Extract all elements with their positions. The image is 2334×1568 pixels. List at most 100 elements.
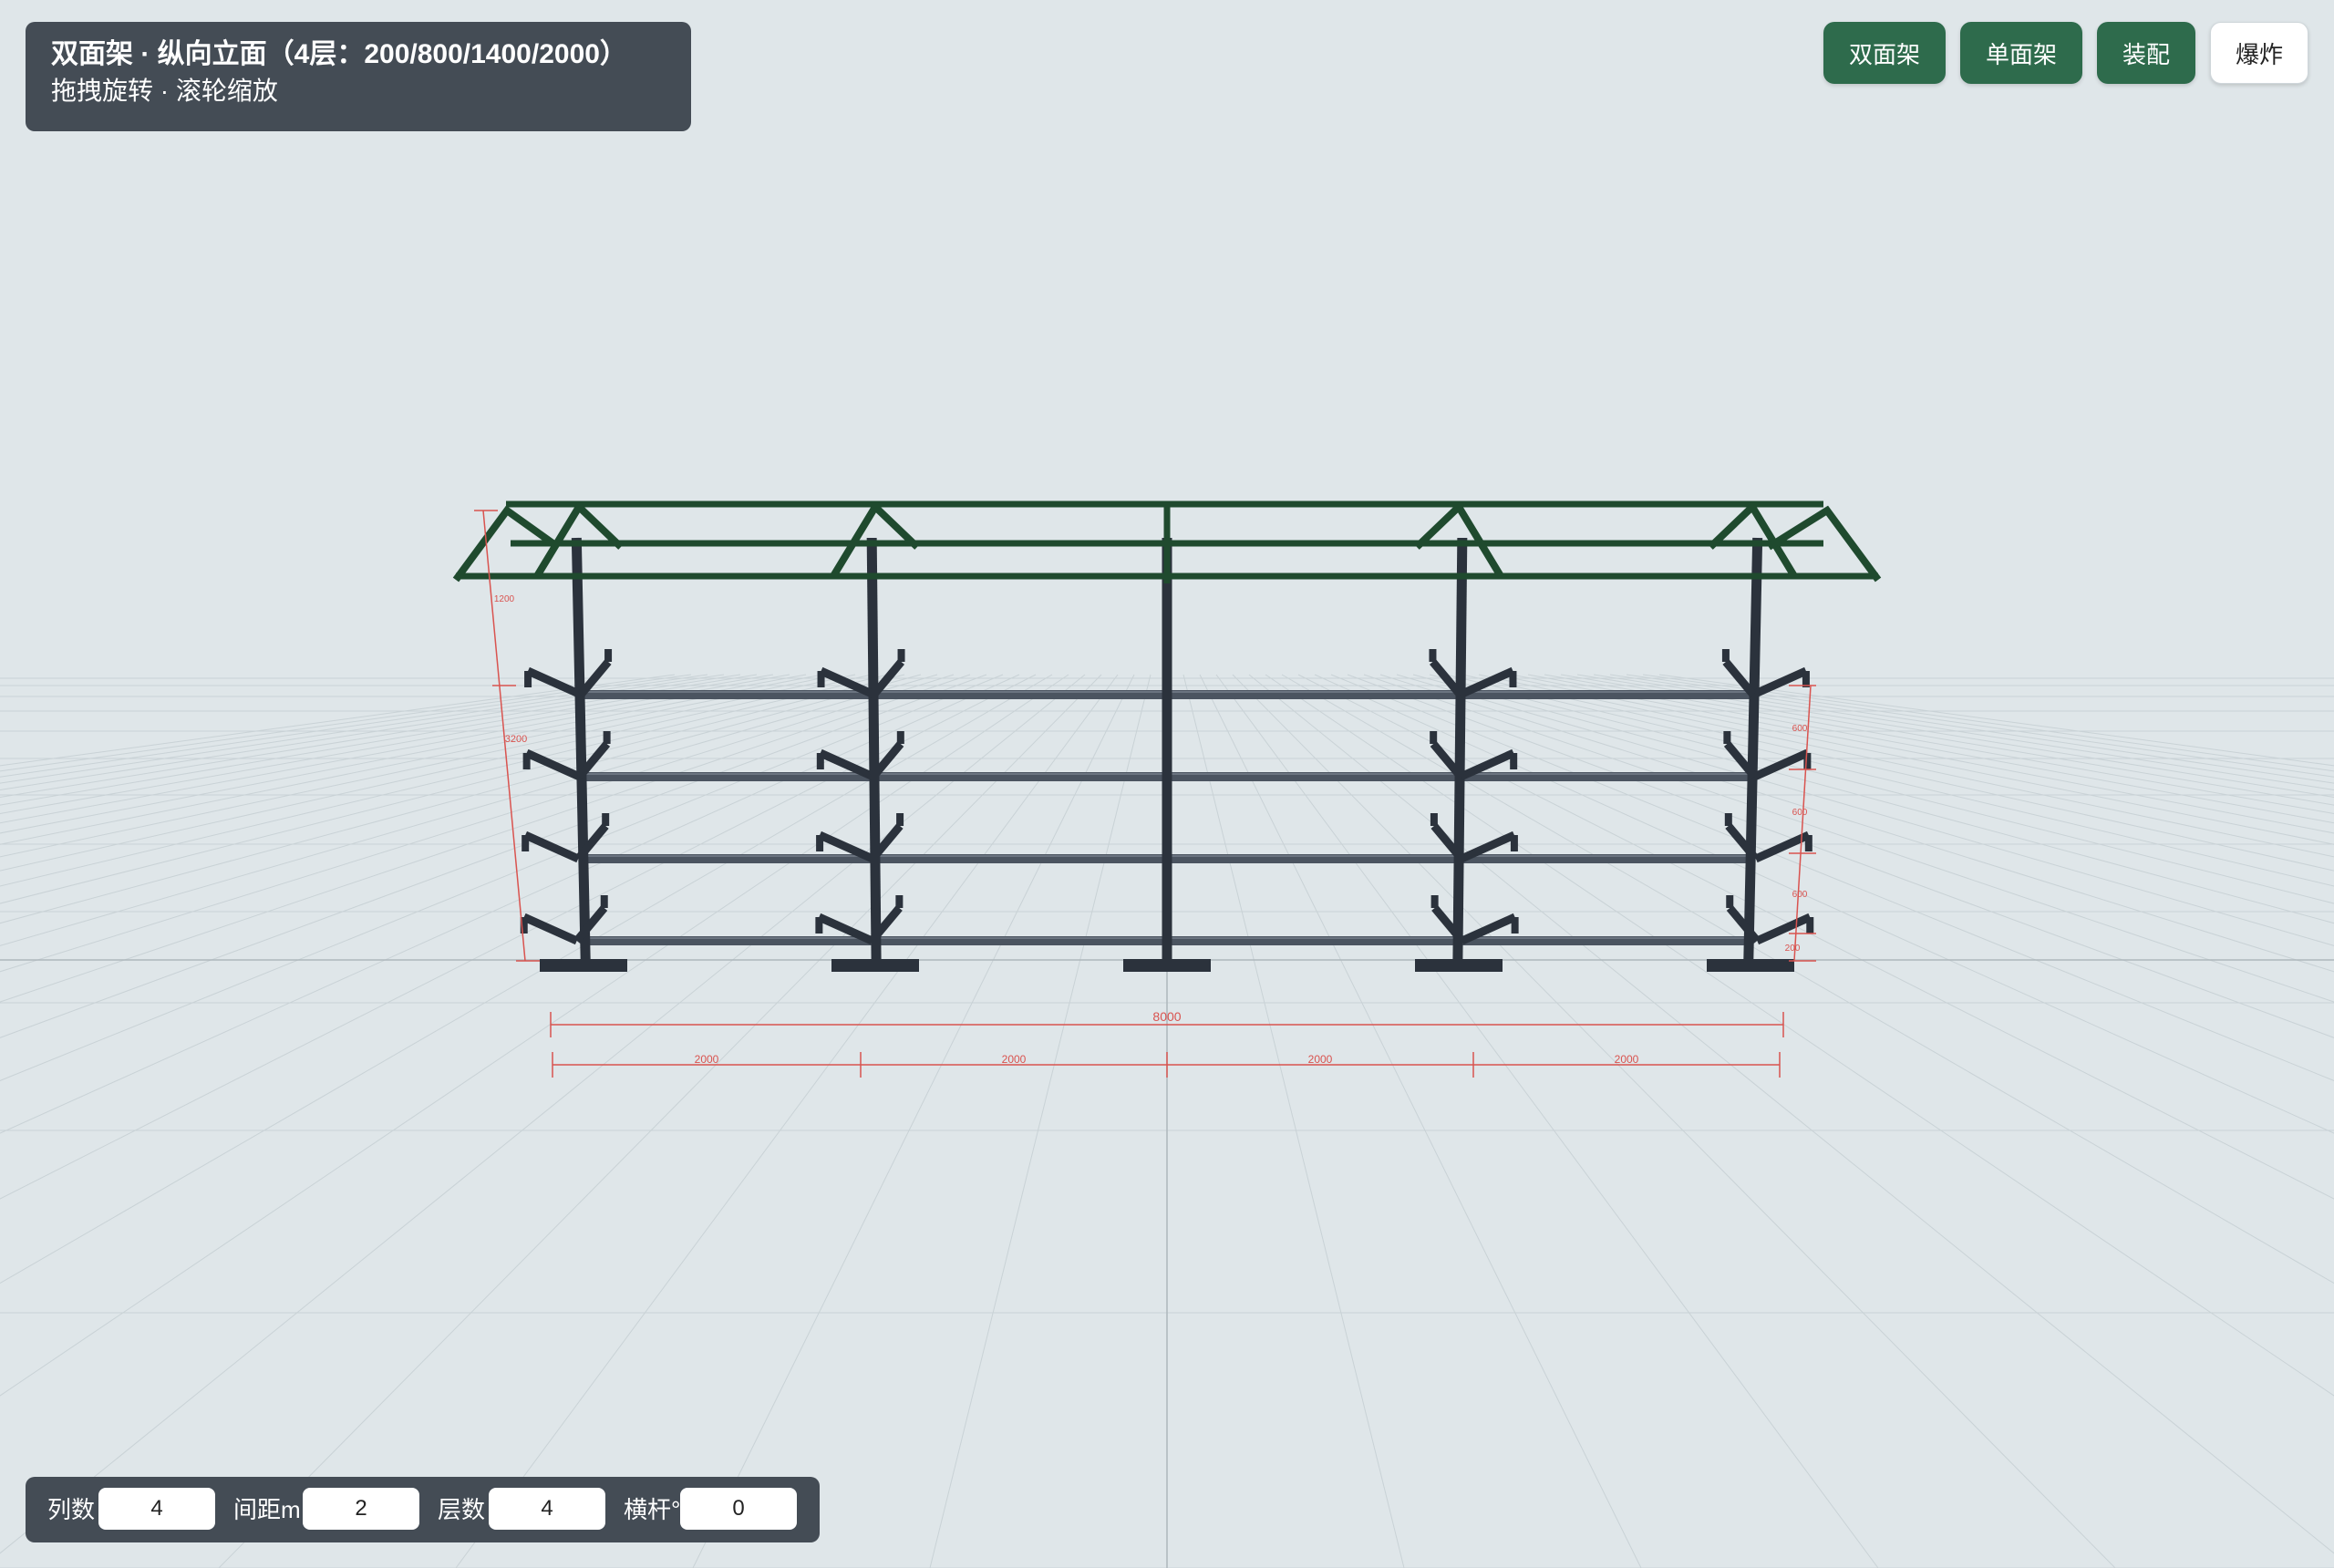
grid-line (1429, 674, 2334, 904)
dimension-total-label: 8000 (1152, 1009, 1181, 1024)
dimension-span-label: 2000 (1308, 1053, 1333, 1066)
grid-line (1215, 674, 1879, 1568)
roof-truss (1708, 500, 1798, 579)
grid-line (0, 674, 1004, 1081)
grid-line (0, 674, 741, 790)
cantilever-arm-outer (1755, 913, 1812, 945)
grid-line (1576, 674, 2334, 798)
grid-line (692, 674, 1135, 1568)
cantilever-arm-outer (1459, 748, 1516, 781)
grid-line (0, 674, 774, 806)
grid-line (1297, 674, 2334, 1200)
grid-line (0, 674, 725, 784)
cantilever-arm-outer (1753, 830, 1811, 863)
grid-line (929, 674, 1152, 1568)
spacing-label: 间距m (233, 1496, 301, 1523)
grid-line (0, 674, 922, 924)
grid-line (0, 674, 987, 1038)
rack-column (571, 537, 591, 965)
grid-line (1363, 674, 2334, 1003)
grid-line (1494, 674, 2334, 845)
grid-line (0, 674, 758, 798)
cantilever-arm-inner (870, 741, 904, 779)
grid-line (1445, 674, 2334, 887)
cantilever-arm-outer (1458, 666, 1515, 699)
grid-line (1347, 674, 2334, 1038)
grid-line (1396, 674, 2334, 946)
roof-end-truss (1766, 505, 1882, 583)
grid-line (1511, 674, 2334, 834)
dimension-span-label: 2000 (1002, 1053, 1027, 1066)
grid-line (0, 674, 955, 973)
cantilever-arm-inner (1725, 823, 1760, 861)
grid-line (1379, 674, 2334, 973)
grid-line (218, 674, 1102, 1568)
grid-line (0, 674, 692, 772)
grid-line (1265, 674, 2334, 1397)
layers-label: 层数 (438, 1496, 486, 1523)
assemble-button[interactable]: 装配 (2097, 22, 2195, 84)
grid-line (0, 674, 1037, 1200)
explode-button[interactable]: 爆炸 (2210, 22, 2308, 84)
spacing-input[interactable] (303, 1488, 419, 1530)
cantilever-arm-inner (869, 823, 904, 861)
grid-line (1412, 674, 2334, 924)
dimension-level-label: 600 (1792, 890, 1808, 900)
grid-line (0, 674, 856, 858)
roof-end-truss (452, 505, 561, 583)
columns-input[interactable] (98, 1488, 215, 1530)
cantilever-arm-inner (868, 905, 903, 944)
grid-line (0, 674, 1020, 1134)
cantilever-arm-outer (817, 913, 874, 945)
layers-input[interactable] (489, 1488, 605, 1530)
cantilever-arm-outer (818, 830, 874, 863)
grid-line (1642, 674, 2334, 772)
grid-line (0, 674, 823, 834)
view-title: 双面架 · 纵向立面（4层：200/800/1400/2000） (51, 39, 627, 69)
column-base-foot (1415, 959, 1503, 972)
dimension-height-label: 3200 (505, 734, 527, 745)
cantilever-arm-outer (526, 666, 583, 699)
columns-label: 列数 (47, 1496, 96, 1523)
parameter-panel: 列数 间距m 层数 横杆° (26, 1477, 820, 1542)
cantilever-arm-outer (522, 913, 579, 945)
dimension-level-label: 600 (1792, 724, 1808, 734)
dimension-top-label: 1200 (494, 594, 515, 604)
roof-truss (533, 500, 624, 579)
double-sided-rack-button[interactable]: 双面架 (1823, 22, 1946, 84)
cantilever-arm-outer (819, 666, 876, 699)
grid-line (0, 674, 840, 845)
dimension-span-label: 2000 (695, 1053, 719, 1066)
single-sided-rack-button[interactable]: 单面架 (1960, 22, 2082, 84)
grid-line (1593, 674, 2334, 790)
cantilever-arm-inner (574, 823, 609, 861)
column-base-foot (831, 959, 919, 972)
grid-line (0, 674, 971, 1003)
grid-line (1330, 674, 2334, 1081)
grid-line (0, 674, 708, 778)
grid-line (1609, 674, 2334, 784)
crossbar-angle-input[interactable] (680, 1488, 797, 1530)
cantilever-arm-inner (1430, 823, 1465, 861)
crossbar-angle-label: 横杆° (624, 1496, 681, 1523)
rack-structure (452, 500, 1882, 972)
cantilever-arm-inner (1430, 741, 1464, 779)
cantilever-arm-outer (524, 748, 582, 781)
grid-line (1478, 674, 2334, 858)
rack-column (866, 537, 882, 965)
cantilever-arm-inner (1722, 659, 1757, 697)
rack-column (1743, 537, 1763, 965)
grid-line (1560, 674, 2334, 806)
grid-line (0, 674, 889, 887)
dimension-span-label: 2000 (1615, 1053, 1639, 1066)
column-base-foot (1123, 959, 1211, 972)
rack-column (1452, 537, 1468, 965)
cantilever-arm-outer (523, 830, 581, 863)
grid-line (0, 674, 1086, 1554)
grid-line (1527, 674, 2334, 824)
grid-line (0, 674, 905, 904)
grid-line (1626, 674, 2334, 778)
grid-line (0, 674, 1069, 1397)
